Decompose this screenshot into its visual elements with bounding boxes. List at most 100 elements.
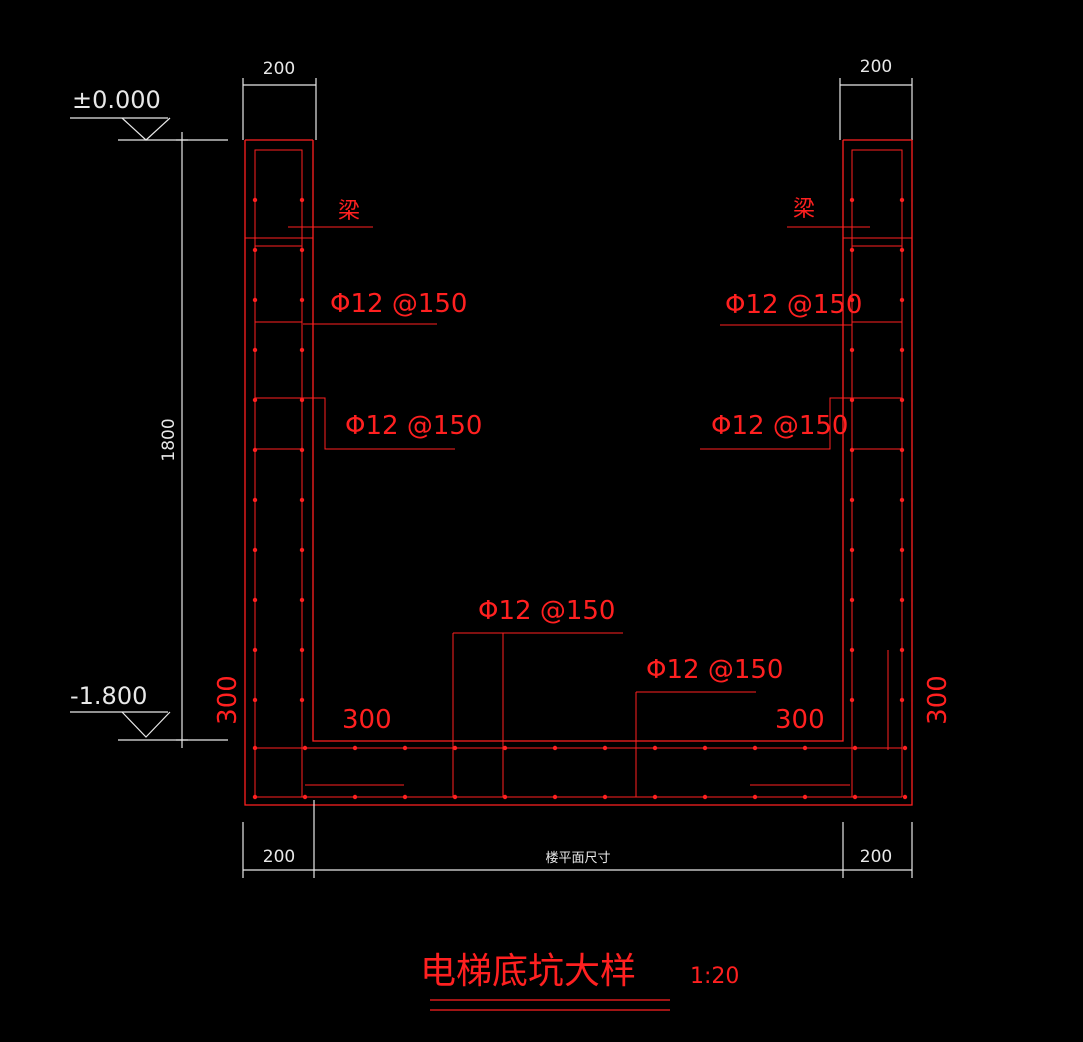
rebar-spec-right-lower: Φ12 @150 [711, 411, 848, 441]
rebar-dot [902, 794, 908, 800]
rebar-dot [302, 794, 308, 800]
rebar-dot [252, 647, 258, 653]
rebar-spec-slab-top: Φ12 @150 [478, 596, 615, 626]
rebar-dot [752, 745, 758, 751]
rebar-dot [899, 597, 905, 603]
rebar-dot [652, 794, 658, 800]
rebar-dot [899, 247, 905, 253]
rebar-callout-left-upper: Φ12 @150 [303, 289, 467, 325]
rebar-dot [299, 647, 305, 653]
top-right-dimension: 200 [839, 57, 913, 140]
rebar-dot [302, 745, 308, 751]
right-wall-reinforcement [750, 149, 903, 797]
rebar-dot [702, 745, 708, 751]
rebar-dot [252, 447, 258, 453]
rebar-dot [852, 794, 858, 800]
rebar-dot [452, 745, 458, 751]
rebar-dot [602, 745, 608, 751]
rebar-dot [252, 597, 258, 603]
rebar-dot [299, 497, 305, 503]
rebar-dot [849, 197, 855, 203]
rebar-dot [899, 197, 905, 203]
rebar-dot [352, 745, 358, 751]
rebar-dot [899, 647, 905, 653]
rebar-dots [252, 197, 908, 800]
left-wall-reinforcement [254, 149, 404, 797]
rebar-dot [252, 547, 258, 553]
rebar-spec-slab-bottom: Φ12 @150 [646, 655, 783, 685]
rebar-dot [802, 745, 808, 751]
rebar-spec-right-upper: Φ12 @150 [725, 290, 862, 320]
rebar-dot [552, 794, 558, 800]
rebar-dot [902, 745, 908, 751]
rebar-dot [849, 497, 855, 503]
dim-pit-depth: 1800 [159, 418, 179, 461]
rebar-dot [299, 697, 305, 703]
rebar-dot [899, 347, 905, 353]
rebar-dot [299, 447, 305, 453]
beam-label-left: 梁 [338, 199, 360, 224]
rebar-dot [602, 794, 608, 800]
rebar-callout-left-lower: Φ12 @150 [302, 397, 482, 450]
rebar-dot [849, 547, 855, 553]
pit-concrete-outline [244, 139, 913, 806]
level-marker-bottom: -1.800 [70, 682, 228, 741]
rebar-dot [899, 697, 905, 703]
rebar-dot [299, 397, 305, 403]
drawing-title-block: 电梯底坑大样 1:20 [420, 951, 739, 1011]
haunch-label-right: 300 [775, 705, 825, 735]
dim-bottom-right: 200 [860, 847, 892, 867]
dim-wall-right: 200 [860, 57, 892, 77]
rebar-dot [299, 347, 305, 353]
rebar-dot [299, 597, 305, 603]
rebar-dot [899, 547, 905, 553]
rebar-dot [849, 297, 855, 303]
rebar-dot [502, 794, 508, 800]
rebar-dot [802, 794, 808, 800]
rebar-dot [702, 794, 708, 800]
rebar-dot [252, 297, 258, 303]
rebar-dot [552, 745, 558, 751]
rebar-dot [502, 745, 508, 751]
rebar-dot [652, 745, 658, 751]
rebar-dot [849, 397, 855, 403]
rebar-dot [849, 647, 855, 653]
rebar-dot [402, 745, 408, 751]
rebar-dot [899, 297, 905, 303]
haunch-label-vertical-left: 300 [213, 675, 243, 725]
rebar-dot [899, 447, 905, 453]
rebar-dot [352, 794, 358, 800]
rebar-dot [299, 247, 305, 253]
rebar-dot [849, 247, 855, 253]
dim-span-note: 楼平面尺寸 [545, 851, 610, 866]
rebar-callout-right-upper: Φ12 @150 [720, 290, 862, 326]
rebar-dot [252, 497, 258, 503]
rebar-dot [452, 794, 458, 800]
rebar-dot [252, 247, 258, 253]
rebar-dot [252, 745, 258, 751]
rebar-dot [299, 547, 305, 553]
rebar-dot [252, 794, 258, 800]
dim-bottom-left: 200 [263, 847, 295, 867]
rebar-dot [252, 197, 258, 203]
rebar-dot [299, 297, 305, 303]
rebar-dot [752, 794, 758, 800]
rebar-dot [402, 794, 408, 800]
drawing-title: 电梯底坑大样 [420, 951, 636, 992]
drawing-scale: 1:20 [690, 964, 739, 989]
rebar-dot [299, 197, 305, 203]
rebar-dot [899, 497, 905, 503]
rebar-callout-slab-bottom: Φ12 @150 [636, 655, 783, 693]
haunch-label-left: 300 [342, 705, 392, 735]
rebar-spec-left-upper: Φ12 @150 [330, 289, 467, 319]
beam-label-right: 梁 [793, 197, 815, 222]
haunch-label-vertical-right: 300 [923, 675, 953, 725]
level-marker-top: ±0.000 [70, 86, 228, 141]
rebar-dot [852, 745, 858, 751]
dim-wall-left: 200 [263, 59, 295, 79]
rebar-callout-slab-top: Φ12 @150 [453, 596, 623, 634]
rebar-dot [849, 447, 855, 453]
rebar-dot [849, 697, 855, 703]
depth-dimension: 1800 [159, 132, 188, 748]
beam-annotation-left: 梁 [288, 199, 373, 228]
